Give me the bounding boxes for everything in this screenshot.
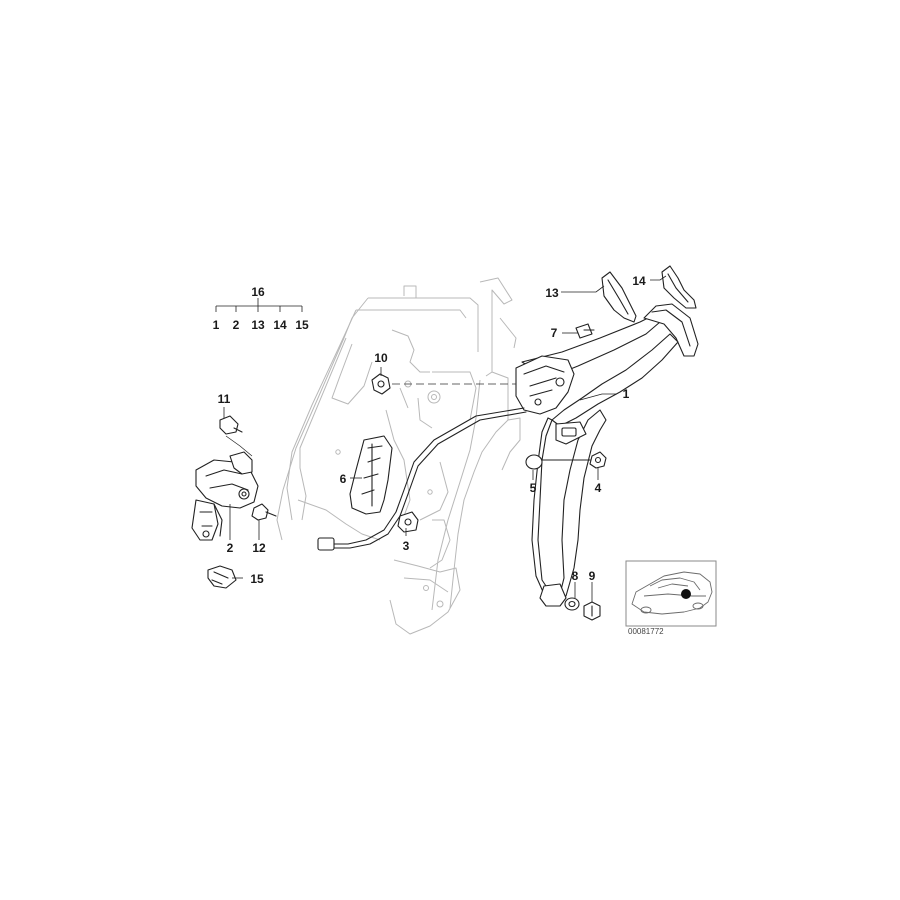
image-code: 00081772	[628, 627, 664, 636]
bolt-part-11	[219, 415, 243, 435]
vehicle-location-inset: 00081772	[625, 560, 717, 636]
callout-6: 6	[340, 472, 347, 486]
cap-part-5	[525, 454, 573, 470]
location-marker-icon	[681, 589, 691, 599]
callout-5: 5	[530, 481, 537, 495]
callout-12: 12	[252, 541, 266, 555]
callout-3: 3	[403, 539, 410, 553]
seat-belt-assembly	[317, 303, 699, 607]
bolt-part-12	[251, 503, 277, 521]
callout-13: 13	[545, 286, 559, 300]
callout-16: 16	[251, 285, 265, 299]
group-child-1: 1	[213, 318, 220, 332]
inset-frame	[625, 560, 717, 627]
bracket-part-6	[349, 435, 393, 515]
callout-1: 1	[623, 387, 630, 401]
clip-part-15	[207, 565, 237, 589]
washer-part-8	[564, 597, 580, 611]
group-child-14: 14	[273, 318, 287, 332]
trim-cover-part-14	[661, 265, 697, 309]
callout-11: 11	[218, 392, 231, 406]
group-child-15: 15	[295, 318, 309, 332]
callout-8: 8	[572, 569, 579, 583]
leader-lines	[223, 275, 667, 602]
callout-4: 4	[595, 481, 602, 495]
nut-part-10	[371, 373, 391, 395]
group-child-2: 2	[233, 318, 240, 332]
seat-backrest-frame	[276, 277, 521, 635]
group-bracket	[215, 298, 303, 312]
callout-9: 9	[589, 569, 596, 583]
cable-clip-part-3	[397, 511, 419, 533]
callout-15: 15	[250, 572, 264, 586]
callout-7: 7	[551, 326, 558, 340]
callout-10: 10	[374, 351, 388, 365]
callout-2: 2	[227, 541, 234, 555]
nut-part-4	[571, 451, 607, 469]
trim-cover-part-13	[601, 271, 637, 323]
callout-labels: 1 2 3 4 5 6 7 8 9 10 11 12 13 14 15 16 1…	[213, 274, 646, 586]
buckle-assembly-part-2	[191, 435, 259, 541]
group-child-13: 13	[251, 318, 265, 332]
bolt-part-7	[575, 323, 595, 339]
callout-14: 14	[632, 274, 646, 288]
car-silhouette-icon	[631, 571, 713, 615]
bolt-part-9	[583, 601, 601, 621]
